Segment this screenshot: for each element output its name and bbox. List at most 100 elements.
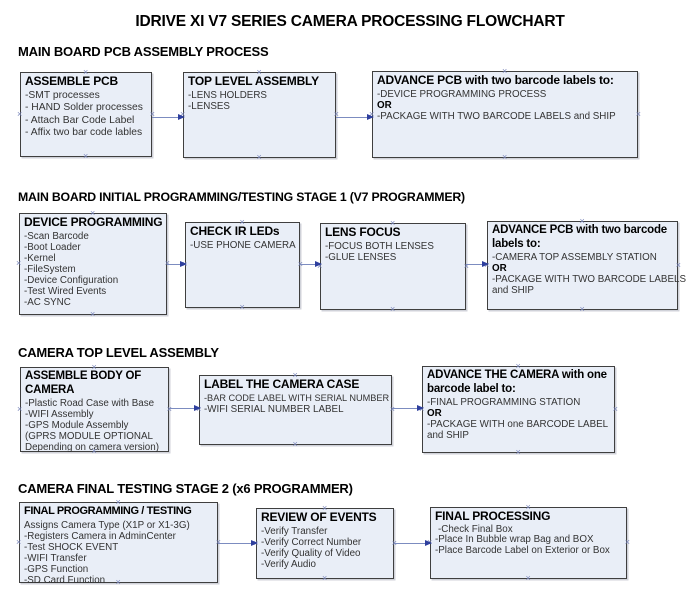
connection-point-icon: × [579, 304, 585, 314]
flow-arrow[interactable] [152, 113, 185, 120]
box-line: -LENSES [188, 100, 230, 112]
flow-box-advance-pcb-to-camera-top[interactable]: × × × × ADVANCE PCB with two barcode lab… [484, 217, 686, 314]
box-line: -FOCUS BOTH LENSES [325, 240, 434, 252]
section-heading-camera-top-assembly: CAMERA TOP LEVEL ASSEMBLY [18, 345, 219, 360]
box-line: -GPS Module Assembly [25, 420, 129, 431]
box-title: TOP LEVEL ASSEMBLY [188, 74, 319, 88]
box-line: -GPS Function [24, 563, 89, 575]
flow-arrow[interactable] [218, 539, 258, 546]
connection-point-icon: × [90, 309, 96, 319]
box-line: -DEVICE PROGRAMMING PROCESS [377, 88, 547, 100]
box-line: -Boot Loader [24, 241, 81, 253]
connection-point-icon: × [390, 304, 396, 314]
box-line: -GLUE LENSES [325, 251, 397, 263]
box-line: (GPRS MODULE OPTIONAL [25, 431, 153, 442]
box-line: -Verify Quality of Video [261, 547, 361, 559]
box-line: -Verify Correct Number [261, 536, 362, 548]
box-line: -Scan Barcode [24, 230, 89, 242]
flow-arrow[interactable] [466, 260, 489, 267]
connection-point-icon: × [215, 536, 221, 547]
connection-point-icon: × [515, 447, 521, 457]
connection-point-icon: × [17, 403, 23, 414]
box-line: -Check Final Box [438, 523, 513, 535]
connection-point-icon: × [525, 573, 531, 583]
box-line: -SD Card Function [24, 574, 106, 586]
section-heading-final-testing: CAMERA FINAL TESTING STAGE 2 (x6 PROGRAM… [18, 481, 353, 496]
flow-box-device-programming[interactable]: × × × × DEVICE PROGRAMMING -Scan Barcode… [16, 209, 170, 319]
connection-point-icon: × [612, 403, 618, 414]
box-line: Depending on camera version) [25, 442, 159, 453]
connection-point-icon: × [635, 108, 641, 119]
box-title: ADVANCE PCB with two barcode labels to: [377, 73, 614, 87]
flow-box-assemble-pcb[interactable]: × × × × ASSEMBLE PCB -SMT processes - HA… [17, 68, 155, 161]
box-title: FINAL PROCESSING [435, 509, 551, 523]
flow-box-lens-focus[interactable]: × × × × LENS FOCUS -FOCUS BOTH LENSES -G… [317, 219, 469, 314]
flow-box-final-processing[interactable]: × × × × FINAL PROCESSING -Check Final Bo… [427, 503, 630, 583]
connection-point-icon: × [166, 403, 172, 414]
flow-arrow[interactable] [167, 260, 187, 267]
connection-point-icon: × [239, 302, 245, 312]
flow-arrow[interactable] [300, 260, 322, 267]
box-line: -BAR CODE LABEL WITH SERIAL NUMBER [204, 392, 390, 403]
flow-box-assemble-body[interactable]: × × × × ASSEMBLE BODY OF CAMERA -Plastic… [17, 363, 172, 456]
box-line: -PACKAGE WITH one BARCODE LABEL [427, 419, 609, 430]
box-line: -SMT processes [25, 89, 100, 101]
section-heading-initial-programming: MAIN BOARD INITIAL PROGRAMMING/TESTING S… [18, 190, 465, 204]
box-line: -Device Configuration [24, 274, 119, 286]
connection-point-icon: × [389, 404, 395, 414]
box-line: -FileSystem [24, 263, 76, 275]
box-title: CHECK IR LEDs [190, 224, 280, 238]
box-title: DEVICE PROGRAMMING [24, 215, 163, 229]
box-title: ADVANCE THE CAMERA with one barcode labe… [427, 369, 607, 395]
box-line: -USE PHONE CAMERA [190, 239, 296, 251]
box-title: LENS FOCUS [325, 225, 401, 239]
box-line: -Plastic Road Case with Base [25, 398, 155, 409]
flow-box-label-camera-case[interactable]: × × × × LABEL THE CAMERA CASE -BAR CODE … [196, 371, 395, 449]
connection-point-icon: × [17, 108, 23, 119]
box-line: -FINAL PROGRAMMING STATION [427, 397, 581, 408]
box-title: REVIEW OF EVENTS [261, 510, 377, 524]
box-line: -Kernel [24, 252, 56, 264]
box-line: -WIFI Transfer [24, 552, 87, 564]
connection-point-icon: × [675, 259, 681, 270]
box-title: ASSEMBLE PCB [25, 74, 118, 88]
box-line: -Place Barcode Label on Exterior or Box [435, 544, 610, 556]
section-heading-pcb-assembly: MAIN BOARD PCB ASSEMBLY PROCESS [18, 44, 269, 59]
box-title: ASSEMBLE BODY OF CAMERA [25, 370, 142, 396]
flow-box-check-ir-leds[interactable]: × × × × CHECK IR LEDs -USE PHONE CAMERA [182, 218, 303, 312]
box-line: -CAMERA TOP ASSEMBLY STATION [492, 252, 657, 263]
box-line: -Verify Audio [261, 558, 317, 570]
connection-point-icon: × [502, 152, 508, 162]
box-line: -PACKAGE WITH TWO BARCODE LABELS and SHI… [377, 110, 616, 122]
box-line: -LENS HOLDERS [188, 89, 267, 101]
box-line: -Verify Transfer [261, 525, 328, 537]
box-line: -Test SHOCK EVENT [24, 541, 119, 553]
flow-box-review-of-events[interactable]: × × × × REVIEW OF EVENTS -Verify Transfe… [253, 504, 397, 583]
flow-arrow[interactable] [169, 404, 201, 411]
flow-box-top-level-assembly[interactable]: × × × × TOP LEVEL ASSEMBLY -LENS HOLDERS… [180, 68, 339, 162]
connection-point-icon: × [256, 152, 262, 162]
box-line-or: OR [427, 408, 442, 419]
connection-point-icon: × [624, 537, 630, 547]
flowchart-title: IDRIVE XI V7 SERIES CAMERA PROCESSING FL… [135, 13, 565, 30]
flow-arrow[interactable] [394, 539, 432, 546]
box-line: -WIFI Assembly [25, 409, 94, 420]
flow-box-advance-pcb-two-labels[interactable]: × × × × ADVANCE PCB with two barcode lab… [369, 67, 641, 162]
box-line: - Attach Bar Code Label [25, 114, 135, 126]
box-line: -PACKAGE WITH TWO BARCODE LABELS [492, 274, 686, 285]
box-line-or: OR [492, 263, 507, 274]
box-line: - HAND Solder processes [25, 102, 143, 113]
connection-point-icon: × [16, 536, 22, 547]
flow-box-final-programming-testing[interactable]: × × × × FINAL PROGRAMMING / TESTING Assi… [16, 498, 221, 587]
flow-box-advance-camera-one-label[interactable]: × × × × ADVANCE THE CAMERA with one barc… [419, 362, 618, 457]
box-line-or: OR [377, 99, 392, 111]
flow-arrow[interactable] [392, 404, 424, 411]
box-line: and SHIP [427, 430, 469, 441]
box-line: and SHIP [492, 285, 534, 296]
flow-arrow[interactable] [336, 113, 374, 120]
connection-point-icon: × [83, 151, 89, 161]
connection-point-icon: × [16, 258, 22, 268]
box-line: -AC SYNC [24, 296, 71, 308]
connection-point-icon: × [292, 439, 298, 449]
